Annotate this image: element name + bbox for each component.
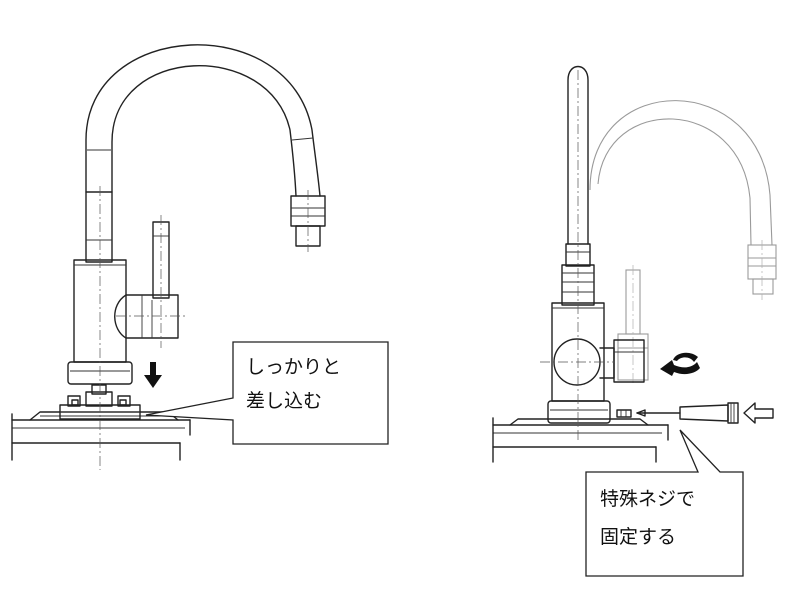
callout-fix-line2: 固定する bbox=[600, 526, 676, 548]
callout-fix: 特殊ネジで 固定する bbox=[585, 429, 744, 577]
rotate-arrow-icon bbox=[660, 352, 700, 376]
faucet-body-right bbox=[547, 65, 645, 424]
handle-left bbox=[114, 221, 179, 339]
push-arrow-icon bbox=[743, 402, 774, 424]
countertop-right bbox=[492, 417, 669, 463]
spout-ghost-right bbox=[589, 100, 777, 386]
callout-insert-line1: しっかりと bbox=[246, 356, 341, 378]
left-figure bbox=[11, 44, 326, 470]
callout-insert-line2: 差し込む bbox=[246, 390, 322, 412]
down-arrow-icon bbox=[144, 362, 162, 388]
spout-left bbox=[85, 44, 326, 247]
right-figure bbox=[492, 65, 777, 463]
callout-fix-line1: 特殊ネジで bbox=[600, 488, 695, 510]
callout-insert: しっかりと 差し込む bbox=[145, 341, 389, 445]
set-screw bbox=[616, 409, 632, 418]
screwdriver-icon bbox=[636, 402, 739, 424]
mounting-bracket-left bbox=[59, 384, 141, 420]
